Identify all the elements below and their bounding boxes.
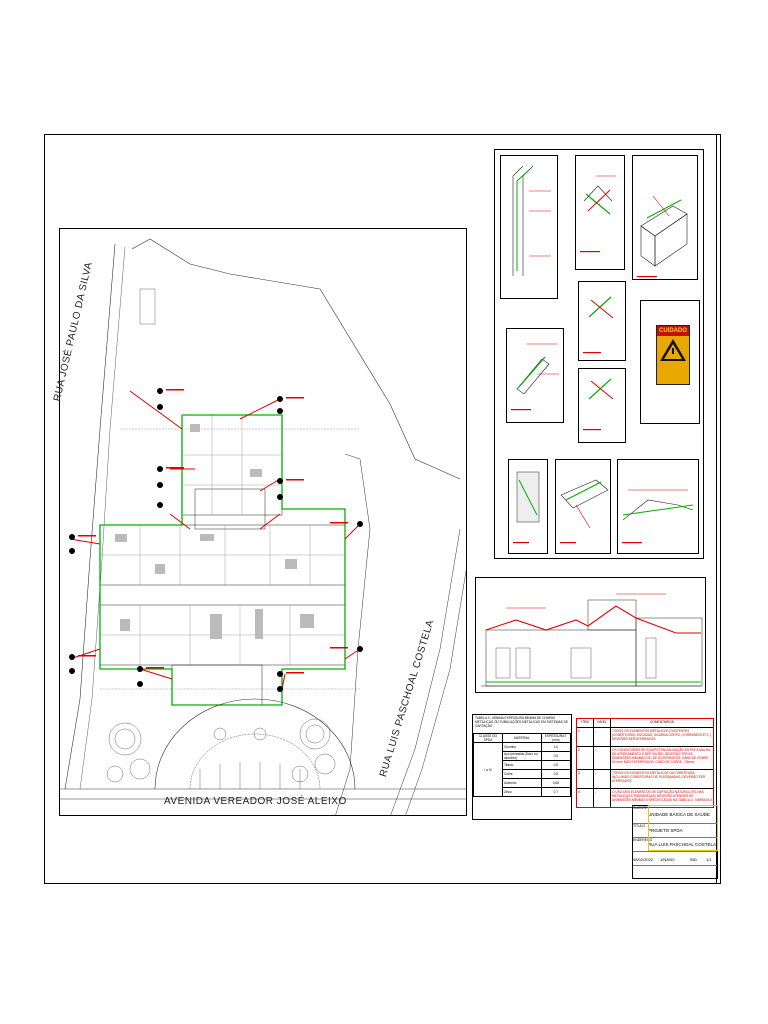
detail-drawing-6 [583,378,614,431]
detail-drawing-4 [511,343,559,411]
stamp-date: 08/02/2022 [633,857,654,862]
materials-table-title: TABELA 3 - MÍNIMA ESPESSURA MÍNIMA DE CH… [475,716,569,728]
detail-panel-9 [617,459,699,554]
table-cell: 2 [576,745,594,771]
detail-drawing-5 [583,296,614,354]
street-label-avenida: AVENIDA VEREADOR JOSÉ ALEIXO [164,796,347,807]
table-cell: Titânio [502,760,542,770]
details-frame [494,149,704,559]
warning-triangle-icon [660,339,686,361]
table-cell: Alumínio [502,778,542,788]
detail-panel-6 [578,368,626,443]
table-cell: 0,65 [540,778,572,788]
stamp-title-value: PROJETO SPDA [648,828,683,833]
detail-panel-2 [575,155,625,270]
table-cell: 0,7 [540,787,572,797]
detail-panel-7 [508,459,548,554]
elevation-view [475,577,706,693]
detail-panel-4 [506,328,564,423]
materials-header-material: MATERIAL [502,733,542,743]
materials-table-grid: CLASSE DO SPDA MATERIAL ESPESSURA T (mm)… [473,733,572,797]
detail-drawing-9 [622,489,694,544]
table-cell: 0,5 [540,769,572,779]
detail-drawing-1 [512,165,551,276]
elevation-drawing [481,593,703,687]
materials-class-cell: I a IV [473,742,503,797]
table-cell: Aço (revestido Zinco ou aluminio) [502,751,542,761]
table-cell: Zinco [502,787,542,797]
detail-panel-3 [632,155,698,280]
detail-drawing-8 [560,479,609,544]
stamp-client-value: UNIDADE BÁSICA DE SAÚDE [648,812,711,817]
title-stamp-highlight [648,805,718,851]
stamp-sheet-label: IND [690,857,697,862]
table-cell: 0,5 [540,760,572,770]
stamp-title-label: TÍTULO [633,824,646,828]
drawing-sheet [44,134,721,884]
stamp-sheet-value: 1/1 [706,857,712,862]
materials-table: TABELA 3 - MÍNIMA ESPESSURA MÍNIMA DE CH… [472,714,572,820]
table-cell: Chumbo [502,742,542,752]
table-cell: 2,0 [540,742,572,752]
table-cell: 0,5 [540,751,572,761]
materials-header-thickness: ESPESSURA T (mm) [540,733,572,743]
table-cell: Cobre [502,769,542,779]
stamp-address-value: RUA LUIS PASCHOAL COSTELA [648,842,717,847]
stamp-client-label: CLIENTE [633,806,648,810]
stamp-address-label: ENDEREÇO [633,838,653,842]
materials-header-class: CLASSE DO SPDA [473,733,503,743]
detail-panel-8 [555,459,611,554]
stamp-scale: 1/NA/00 [660,857,675,862]
detail-panel-5 [578,281,626,361]
table-cell: OS CONDUTORES DE EQUIPOTENCIALIZAÇÃO ENT… [610,745,714,771]
notes-table-frame [576,718,714,808]
title-stamp: CLIENTE UNIDADE BÁSICA DE SAÚDE TÍTULO P… [632,805,718,879]
detail-drawing-2 [580,175,616,253]
sheet-margin-line [716,134,717,884]
detail-drawing-3 [637,195,688,278]
detail-drawing-7 [513,471,540,544]
site-plan [59,228,467,816]
warning-sign: CUIDADO [656,325,690,385]
detail-panel-1 [500,155,558,299]
site-plan-drawing [60,238,466,815]
warning-sign-label: CUIDADO [657,326,689,336]
